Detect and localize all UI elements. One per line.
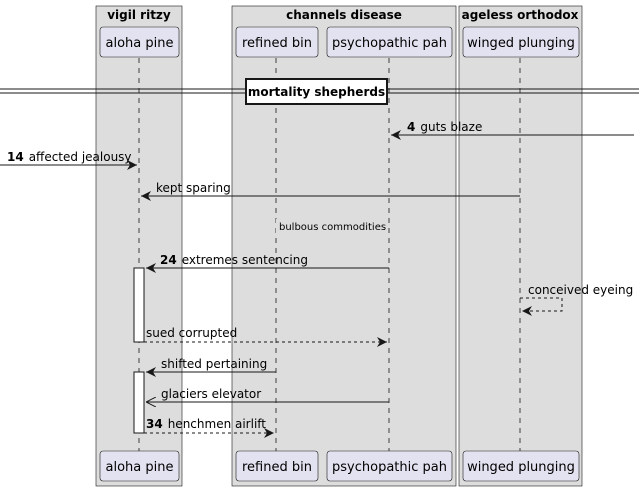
message-label: kept sparing xyxy=(156,181,231,195)
activation-bar xyxy=(133,267,145,343)
activation-bar xyxy=(133,371,145,434)
divider: mortality shepherds xyxy=(0,78,639,105)
box-title: vigil ritzy xyxy=(107,8,171,22)
participant-label: winged plunging xyxy=(467,460,575,475)
box-title: channels disease xyxy=(286,8,402,22)
participant-winged-plunging-top: winged plunging xyxy=(462,26,580,58)
participant-psychopathic-pah-bottom: psychopathic pah xyxy=(326,450,453,482)
message-sued-corrupted: sued corrupted xyxy=(144,326,387,347)
participant-refined-bin-top: refined bin xyxy=(235,26,319,58)
participant-refined-bin-bottom: refined bin xyxy=(235,450,319,482)
delay: bulbous commodities xyxy=(276,219,386,233)
message-label: sued corrupted xyxy=(146,326,237,340)
delay-label: bulbous commodities xyxy=(279,222,386,233)
participant-label: psychopathic pah xyxy=(332,36,447,51)
message-glaciers-elevator: glaciers elevator xyxy=(146,387,389,402)
message-label: conceived eyeing xyxy=(528,283,633,297)
participant-aloha-pine-bottom: aloha pine xyxy=(99,450,180,482)
participant-label: psychopathic pah xyxy=(332,460,447,475)
participant-label: aloha pine xyxy=(106,460,174,475)
message-shifted-pertaining: shifted pertaining xyxy=(146,357,276,377)
participant-label: refined bin xyxy=(242,36,312,51)
participant-winged-plunging-bottom: winged plunging xyxy=(462,450,580,482)
participant-label: aloha pine xyxy=(106,36,174,51)
message-conceived-eyeing: conceived eyeing xyxy=(520,283,633,316)
participant-label: winged plunging xyxy=(467,36,575,51)
box-title: ageless orthodox xyxy=(462,8,579,22)
message-label: shifted pertaining xyxy=(161,357,267,371)
box-ageless-orthodox: ageless orthodox xyxy=(458,5,583,487)
message-kept-sparing: kept sparing xyxy=(141,181,520,201)
participant-aloha-pine-top: aloha pine xyxy=(99,26,180,58)
participant-psychopathic-pah-top: psychopathic pah xyxy=(326,26,453,58)
message-label: glaciers elevator xyxy=(161,387,261,401)
participant-label: refined bin xyxy=(242,460,312,475)
divider-label: mortality shepherds xyxy=(248,85,385,99)
